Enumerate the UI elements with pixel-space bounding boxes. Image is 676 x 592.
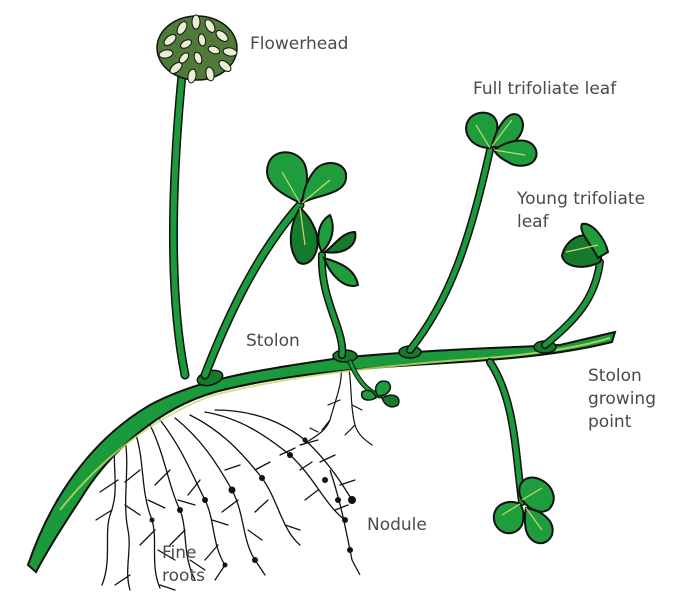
- lower-trifoliate-leaf: [494, 478, 554, 544]
- label-fine-line-2: roots: [162, 565, 205, 588]
- stems: [173, 75, 600, 502]
- label-stolon: Stolon: [246, 330, 300, 353]
- label-nodule: Nodule: [367, 514, 427, 537]
- label-stolon-growing-point: Stolon growing point: [588, 365, 656, 434]
- label-young-trifoliate-leaf: Young trifoliate leaf: [517, 188, 645, 234]
- label-growing-line-2: growing: [588, 388, 656, 411]
- full-trifoliate-leaf: [466, 113, 536, 166]
- label-young-line-1: Young trifoliate: [517, 188, 645, 211]
- label-growing-line-1: Stolon: [588, 365, 656, 388]
- flowerhead: [157, 15, 238, 84]
- label-young-line-2: leaf: [517, 211, 645, 234]
- label-fine-roots: Fine roots: [162, 542, 205, 588]
- label-flowerhead: Flowerhead: [250, 33, 348, 56]
- label-fine-line-1: Fine: [162, 542, 205, 565]
- stolon: [28, 332, 615, 572]
- label-growing-line-3: point: [588, 411, 656, 434]
- label-full-trifoliate-leaf: Full trifoliate leaf: [473, 78, 616, 101]
